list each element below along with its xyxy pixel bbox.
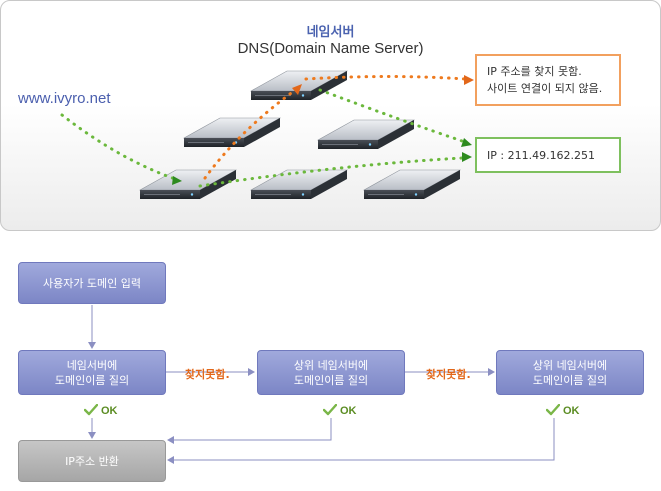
server-icon-bottom-right bbox=[363, 169, 461, 200]
ip-address-text: IP : 211.49.162.251 bbox=[487, 149, 596, 162]
step-query-upper-nameserver-1: 상위 네임서버에 도메인이름 질의 bbox=[257, 350, 405, 395]
arrow-head-icon bbox=[172, 176, 182, 185]
arrow-head-icon bbox=[464, 75, 474, 85]
not-found-label-2: 찾지못함. bbox=[426, 368, 471, 381]
ip-found-box: IP : 211.49.162.251 bbox=[475, 137, 621, 173]
server-icon-mid-right bbox=[317, 119, 415, 150]
ip-not-found-box: IP 주소를 찾지 못함. 사이트 연결이 되지 않음. bbox=[475, 54, 621, 106]
step-user-enters-domain: 사용자가 도메인 입력 bbox=[18, 262, 166, 304]
check-icon bbox=[323, 404, 337, 416]
flow-connectors bbox=[91, 305, 555, 461]
ok-label-3: OK bbox=[563, 405, 580, 417]
step-query-upper-1-line1: 상위 네임서버에 bbox=[293, 358, 369, 372]
check-icon bbox=[84, 404, 98, 416]
arrow-head-icon bbox=[292, 84, 302, 95]
flow-arrowheads bbox=[88, 342, 495, 464]
ok-label-2: OK bbox=[340, 405, 357, 417]
step-return-ip-label: IP주소 반환 bbox=[65, 454, 119, 468]
server-icon-mid-left bbox=[183, 117, 281, 148]
step-return-ip: IP주소 반환 bbox=[18, 440, 166, 482]
diagram-title: 네임서버 bbox=[306, 25, 355, 40]
step-query-upper-1-line2: 도메인이름 질의 bbox=[293, 373, 369, 387]
server-icon-bottom-mid bbox=[250, 169, 348, 200]
fail-line-2: 사이트 연결이 되지 않음. bbox=[487, 82, 603, 95]
step-query-upper-2-line1: 상위 네임서버에 bbox=[532, 358, 608, 372]
arrow-head-icon bbox=[462, 152, 472, 162]
fail-line-1: IP 주소를 찾지 못함. bbox=[487, 65, 582, 78]
step-query-nameserver-line2: 도메인이름 질의 bbox=[54, 373, 130, 387]
query-path-orange-up bbox=[203, 86, 300, 180]
query-path-orange-fail bbox=[304, 75, 467, 81]
check-icon bbox=[546, 404, 560, 416]
step-query-nameserver-line1: 네임서버에 bbox=[66, 358, 118, 372]
step-user-enters-domain-label: 사용자가 도메인 입력 bbox=[42, 276, 142, 290]
domain-url-label: www.ivyro.net bbox=[18, 90, 111, 107]
server-icon-bottom-left bbox=[139, 169, 237, 200]
ok-label-1: OK bbox=[101, 405, 118, 417]
step-query-upper-nameserver-2: 상위 네임서버에 도메인이름 질의 bbox=[496, 350, 644, 395]
not-found-label-1: 찾지못함. bbox=[185, 368, 230, 381]
arrow-head-icon bbox=[461, 138, 472, 147]
step-query-nameserver: 네임서버에 도메인이름 질의 bbox=[18, 350, 166, 395]
step-query-upper-2-line2: 도메인이름 질의 bbox=[532, 373, 608, 387]
diagram-subtitle: DNS(Domain Name Server) bbox=[237, 40, 424, 57]
dns-diagram-panel bbox=[0, 0, 661, 231]
query-path-green-1 bbox=[60, 113, 180, 182]
query-path-green-ok bbox=[318, 88, 467, 144]
query-path-green-bottom bbox=[198, 156, 464, 188]
